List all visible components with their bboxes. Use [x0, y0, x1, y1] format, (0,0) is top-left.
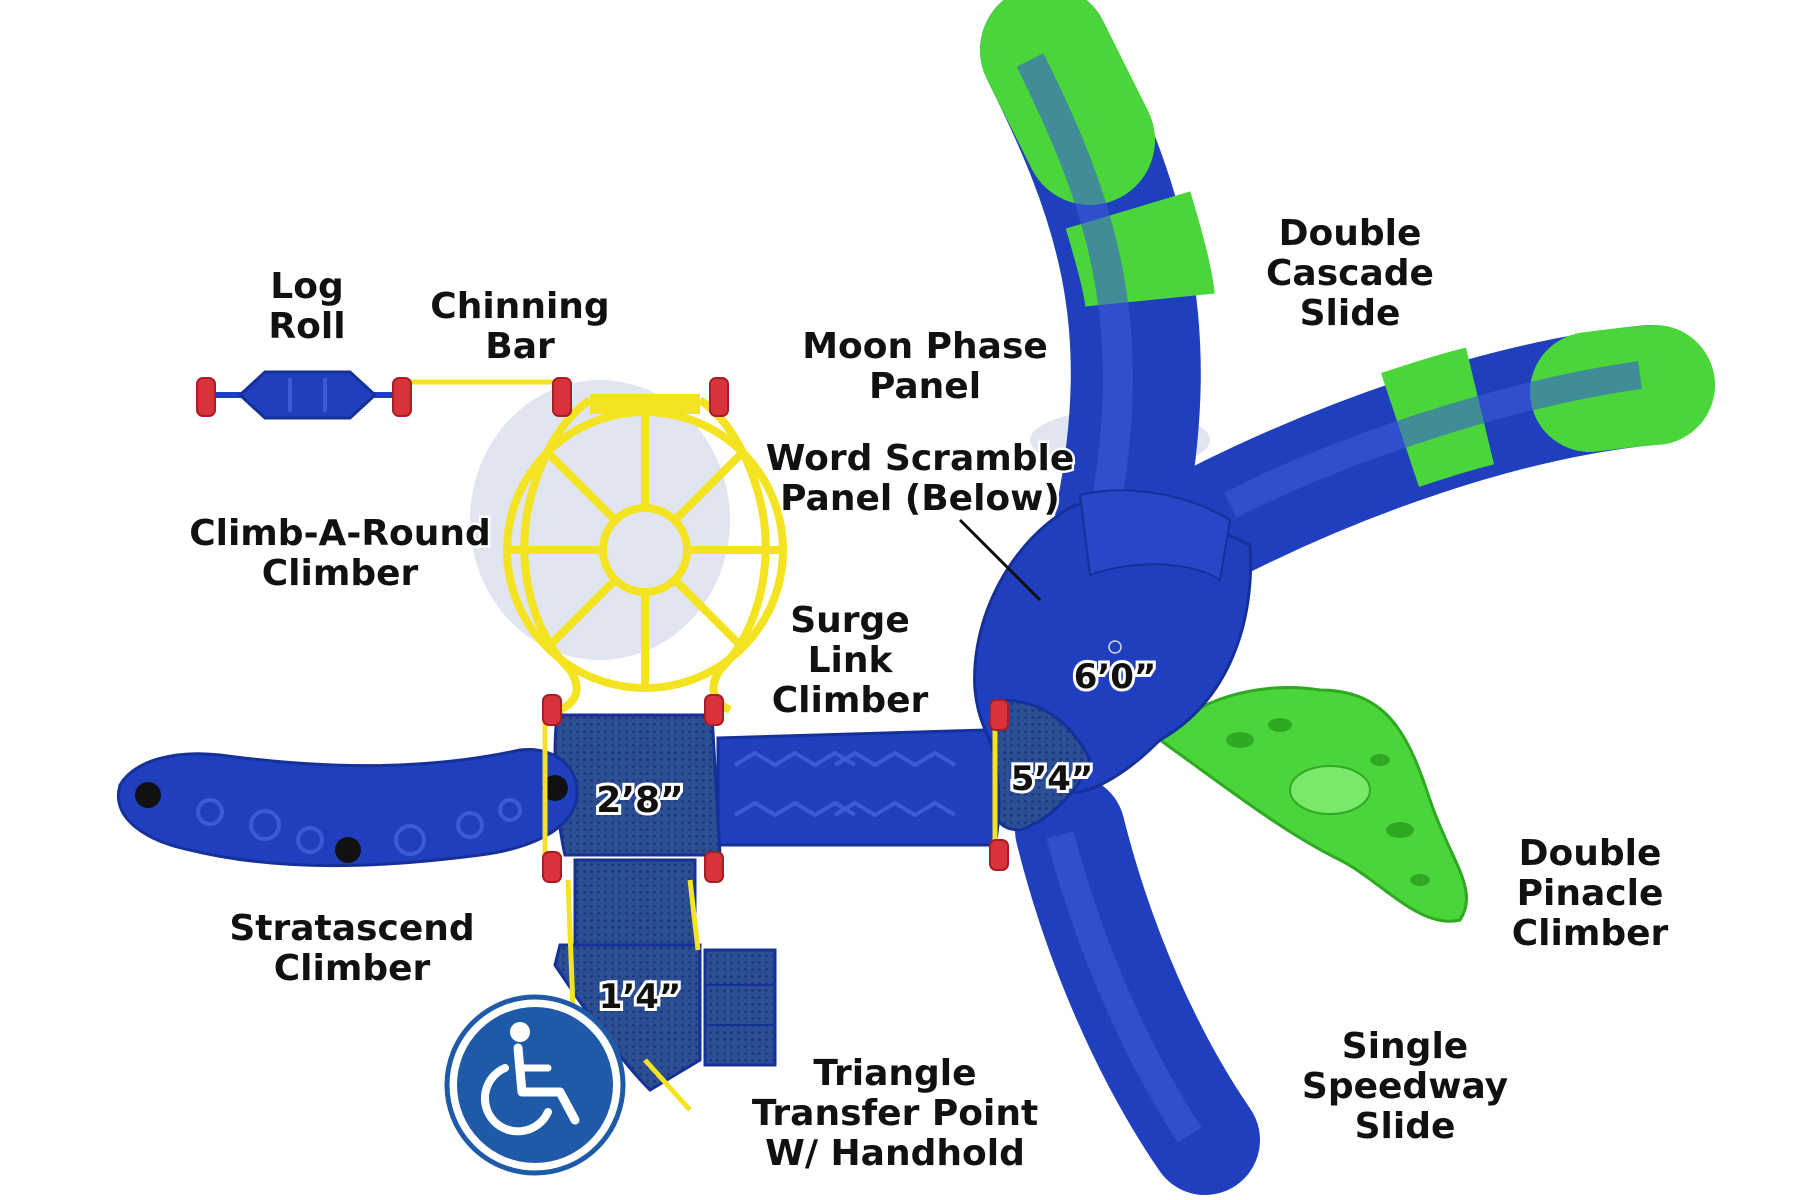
- label-stratascend-climber: Stratascend Climber: [227, 906, 477, 992]
- deck-1ft4: [553, 858, 777, 1092]
- svg-text:Moon Phase: Moon Phase: [802, 326, 1048, 367]
- single-speedway-slide: [1015, 775, 1260, 1195]
- wheelchair-accessibility-icon: [444, 994, 626, 1176]
- word-scramble-leader-line: [958, 518, 1042, 602]
- svg-text:Climber: Climber: [262, 553, 419, 594]
- log-roll: [200, 370, 400, 420]
- label-double-pinacle-climber: Double Pinacle Climber: [1509, 831, 1671, 957]
- label-chinning-bar: Chinning Bar: [428, 284, 612, 370]
- svg-text:Triangle: Triangle: [813, 1053, 976, 1094]
- svg-text:Word Scramble: Word Scramble: [766, 438, 1075, 479]
- cascade-chute-long-green-b: [1065, 191, 1215, 308]
- svg-text:Panel: Panel: [869, 366, 981, 407]
- svg-text:W/ Handhold: W/ Handhold: [765, 1133, 1025, 1174]
- climb-a-round-climber: [503, 394, 787, 714]
- svg-text:Slide: Slide: [1300, 293, 1401, 334]
- cascade-chute-long-green-a: [980, 0, 1155, 205]
- svg-text:Speedway: Speedway: [1302, 1066, 1508, 1107]
- svg-text:Double: Double: [1279, 213, 1422, 254]
- svg-text:Surge: Surge: [790, 600, 910, 641]
- svg-text:Climb-A-Round: Climb-A-Round: [189, 513, 491, 554]
- label-log-roll: Log Roll: [266, 264, 348, 350]
- svg-text:Double: Double: [1519, 833, 1662, 874]
- label-double-cascade-slide: Double Cascade Slide: [1264, 211, 1437, 337]
- cascade-chute-short-highlight: [1223, 361, 1642, 518]
- svg-text:Climber: Climber: [274, 948, 431, 989]
- double-pinacle-climber: [1157, 686, 1469, 923]
- svg-text:Panel (Below): Panel (Below): [780, 478, 1060, 519]
- svg-text:Single: Single: [1342, 1026, 1468, 1067]
- cascade-chute-long-highlight: [1016, 53, 1133, 513]
- surge-link-climber: [716, 728, 1001, 847]
- posts: [196, 377, 1009, 883]
- svg-text:Climber: Climber: [1512, 913, 1669, 954]
- svg-text:Chinning: Chinning: [430, 286, 609, 327]
- svg-text:Pinacle: Pinacle: [1517, 873, 1664, 914]
- svg-text:Log: Log: [270, 266, 343, 307]
- svg-text:Cascade: Cascade: [1266, 253, 1434, 294]
- double-cascade-slide: [980, 0, 1715, 585]
- svg-text:Bar: Bar: [485, 326, 555, 367]
- label-triangle-transfer-point: Triangle Transfer Point W/ Handhold: [749, 1051, 1040, 1177]
- svg-text:Climber: Climber: [772, 680, 929, 721]
- label-word-scramble-panel: Word Scramble Panel (Below): [763, 436, 1077, 522]
- label-moon-phase-panel: Moon Phase Panel: [800, 324, 1051, 410]
- svg-text:Stratascend: Stratascend: [229, 908, 474, 949]
- deck-height-5ft4: 5’4”: [1011, 759, 1094, 799]
- label-single-speedway-slide: Single Speedway Slide: [1299, 1024, 1510, 1150]
- label-climb-a-round-climber: Climb-A-Round Climber: [187, 511, 494, 597]
- deck-height-1ft4: 1’4”: [599, 977, 682, 1017]
- deck-height-2ft8: 2’8”: [596, 780, 683, 821]
- moon-phase-panel: [1078, 489, 1232, 582]
- label-surge-link-climber: Surge Link Climber: [769, 598, 931, 724]
- svg-text:Transfer Point: Transfer Point: [752, 1093, 1038, 1134]
- stratascend-climber: [117, 747, 579, 868]
- svg-text:Slide: Slide: [1355, 1106, 1456, 1147]
- svg-text:Roll: Roll: [268, 306, 345, 347]
- svg-text:Link: Link: [808, 640, 894, 681]
- deck-height-6ft0: 6’0”: [1074, 657, 1157, 697]
